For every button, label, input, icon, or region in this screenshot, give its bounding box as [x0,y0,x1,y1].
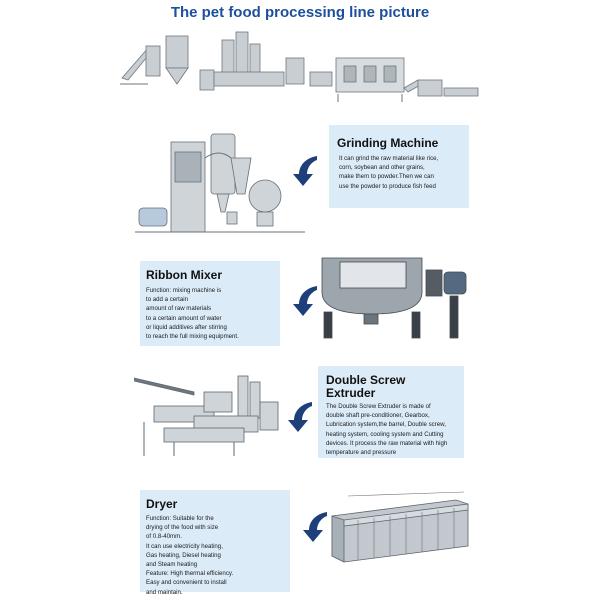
section-description: Function: mixing machine is to add a cer… [146,287,239,341]
section-description: The Double Screw Extruder is made of dou… [326,403,448,457]
section-title: Ribbon Mixer [146,268,223,282]
grinding-machine-image [135,128,307,238]
section-description: It can grind the raw material like rice,… [339,155,439,190]
production-line-image [118,28,480,110]
section-title: Grinding Machine [337,136,439,150]
arrow-icon [283,282,321,320]
grinding-machine-info: Grinding Machine It can grind the raw ma… [329,125,469,208]
section-title-line1: Double Screw [326,373,406,387]
page-title: The pet food processing line picture [170,4,430,21]
arrow-icon [283,152,321,190]
ribbon-mixer-info: Ribbon Mixer Function: mixing machine is… [140,261,280,346]
section-title: Dryer [146,497,178,511]
section-title-line2: Extruder [326,386,376,400]
double-screw-extruder-info: Double Screw Extruder The Double Screw E… [318,366,464,458]
arrow-icon [278,398,316,436]
dryer-image [328,490,476,568]
double-screw-extruder-image [134,372,286,460]
ribbon-mixer-image [318,252,480,344]
arrow-icon [293,508,331,546]
section-description: Function: Suitable for the drying of the… [146,515,234,596]
dryer-info: Dryer Function: Suitable for the drying … [140,490,290,596]
